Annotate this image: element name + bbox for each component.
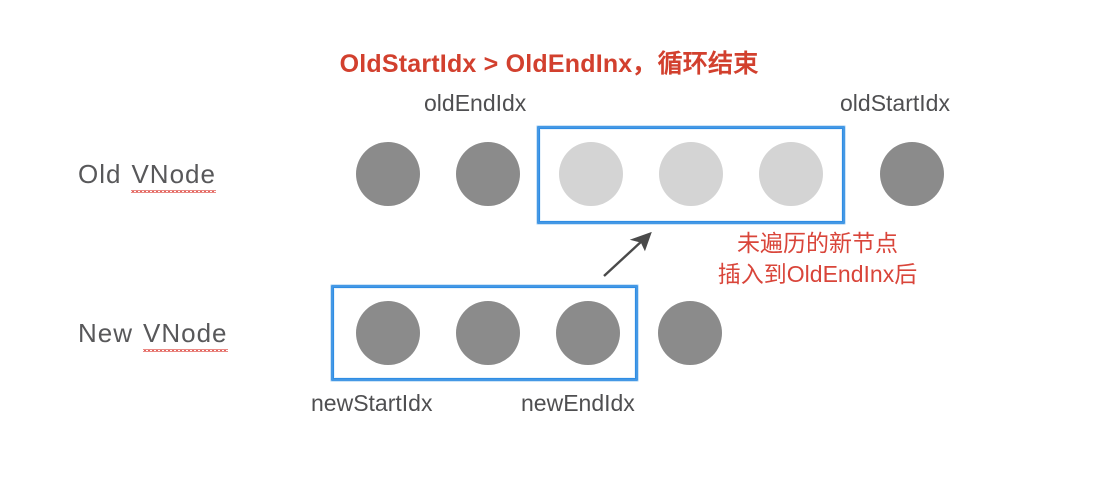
old-node-6[interactable] (880, 142, 944, 206)
old-start-idx-label: oldStartIdx (840, 90, 950, 116)
old-vnode-label-secondary: VNode (131, 159, 216, 189)
old-untraversed-range-box (537, 126, 845, 224)
new-node-1[interactable] (356, 301, 420, 365)
old-vnode-label-primary: Old (78, 159, 122, 189)
old-node-3[interactable] (559, 142, 623, 206)
new-vnode-row-label: New VNode (78, 318, 228, 349)
old-node-5[interactable] (759, 142, 823, 206)
new-start-idx-label: newStartIdx (311, 390, 433, 416)
new-node-3[interactable] (556, 301, 620, 365)
insert-note: 未遍历的新节点 插入到OldEndInx后 (660, 228, 975, 290)
old-node-4[interactable] (659, 142, 723, 206)
old-vnode-row-label: Old VNode (78, 159, 216, 190)
new-end-idx-label: newEndIdx (521, 390, 635, 416)
insert-note-line-1: 未遍历的新节点 (737, 230, 898, 256)
new-node-2[interactable] (456, 301, 520, 365)
new-traversed-range-box (331, 285, 638, 381)
insert-direction-arrow (603, 231, 652, 277)
old-node-1[interactable] (356, 142, 420, 206)
diagram-title: OldStartIdx > OldEndInx，循环结束 (339, 50, 759, 78)
insert-note-line-2: 插入到OldEndInx后 (717, 261, 918, 287)
new-node-4[interactable] (658, 301, 722, 365)
old-end-idx-label: oldEndIdx (424, 90, 527, 116)
new-vnode-label-primary: New (78, 318, 134, 348)
old-node-2[interactable] (456, 142, 520, 206)
new-vnode-label-secondary: VNode (143, 318, 228, 348)
